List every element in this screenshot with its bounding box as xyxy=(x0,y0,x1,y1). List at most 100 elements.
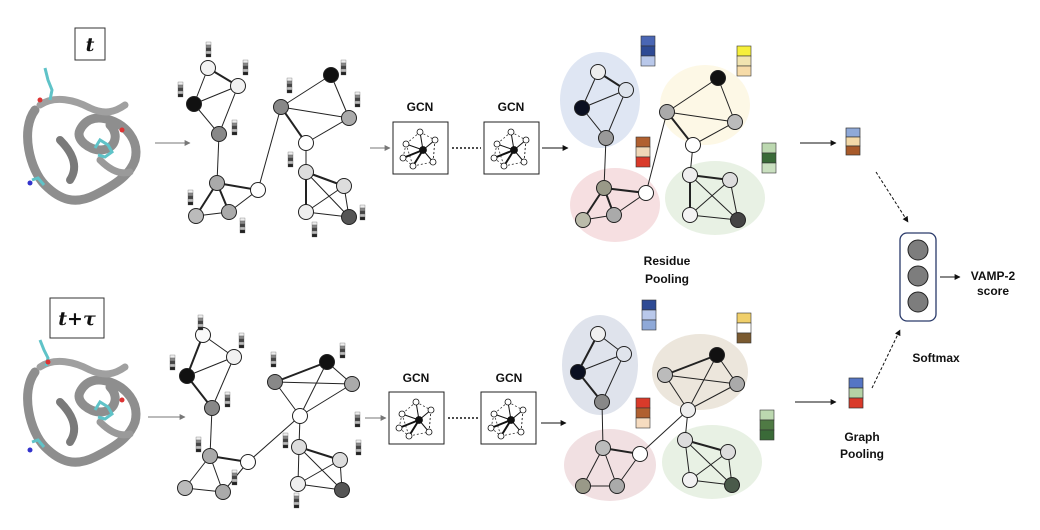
gcn-label-top-2: GCN xyxy=(498,100,525,114)
feature-vector-icon xyxy=(848,377,864,409)
graph-edge xyxy=(664,354,718,376)
feature-vector-icon xyxy=(635,397,651,429)
graph-edge xyxy=(186,356,235,377)
graph-edge xyxy=(274,381,353,385)
node-feature-bar-icon xyxy=(311,221,318,238)
graph-node xyxy=(215,484,231,500)
graph-edge xyxy=(280,74,332,108)
graph-node xyxy=(200,60,216,76)
graph-node xyxy=(179,368,195,384)
graph-edge xyxy=(601,353,625,403)
feature-vector-icon xyxy=(736,45,752,77)
node-feature-bar-icon xyxy=(270,351,277,368)
gcn-icon xyxy=(483,121,540,175)
node-feature-bar-icon xyxy=(177,81,184,98)
graph-edge xyxy=(305,117,350,144)
graph-node xyxy=(334,482,350,498)
feature-vector-icon xyxy=(736,312,752,344)
graph-node xyxy=(291,439,307,455)
node-feature-bar-icon xyxy=(239,217,246,234)
graph-node xyxy=(204,400,220,416)
cluster-green-bottom xyxy=(662,425,762,499)
protein-structure-icon xyxy=(23,339,141,467)
graph-edge xyxy=(689,179,731,216)
cluster-blue-top xyxy=(560,52,640,148)
graph-node xyxy=(590,326,606,342)
graph-node xyxy=(682,472,698,488)
graph-edge xyxy=(666,77,719,113)
graph-node xyxy=(727,114,743,130)
node-feature-bar-icon xyxy=(282,432,289,449)
node-feature-bar-icon xyxy=(205,41,212,58)
graph-edge xyxy=(687,383,738,411)
graph-node xyxy=(202,448,218,464)
graph-node xyxy=(709,347,725,363)
graph-edge xyxy=(689,174,739,221)
node-feature-bar-icon xyxy=(339,342,346,359)
node-feature-bar-icon xyxy=(231,469,238,486)
softmax-node-icon xyxy=(907,265,929,287)
node-feature-bar-icon xyxy=(187,189,194,206)
graph-edge xyxy=(211,356,235,409)
arrow-top-to-softmax xyxy=(875,171,909,223)
graph-edge xyxy=(257,106,282,191)
graph-node xyxy=(729,376,745,392)
node-feature-bar-icon xyxy=(355,439,362,456)
softmax-node-icon xyxy=(907,239,929,261)
time-label-box-t xyxy=(74,27,106,61)
graph-edge xyxy=(298,446,343,491)
gcn-label-bottom-2: GCN xyxy=(496,371,523,385)
graph-edge xyxy=(666,111,736,123)
protein-structure-icon xyxy=(23,67,141,205)
graph-edge xyxy=(577,353,625,373)
graph-edge xyxy=(299,361,328,417)
feature-vector-icon xyxy=(761,142,777,174)
feature-vector-icon xyxy=(640,35,656,67)
graph-node xyxy=(298,135,314,151)
graph-node xyxy=(722,172,738,188)
graph-node xyxy=(659,104,675,120)
graph-edge xyxy=(605,89,627,139)
node-feature-bar-icon xyxy=(238,332,245,349)
graph-node xyxy=(344,376,360,392)
cluster-yellow-top xyxy=(660,65,750,145)
graph-node xyxy=(685,137,701,153)
graph-node xyxy=(250,182,266,198)
graph-node xyxy=(341,209,357,225)
graph-node xyxy=(341,110,357,126)
node-feature-bar-icon xyxy=(197,314,204,331)
graph-edge xyxy=(209,407,213,457)
graph-edge xyxy=(274,361,328,383)
graph-node xyxy=(226,349,242,365)
graph-node xyxy=(267,374,283,390)
graph-edge xyxy=(687,354,718,411)
graph-node xyxy=(710,70,726,86)
feature-vector-icon xyxy=(635,136,651,168)
cluster-red-top xyxy=(570,168,660,242)
graph-node xyxy=(682,207,698,223)
graph-node xyxy=(596,180,612,196)
graph-node xyxy=(575,212,591,228)
graph-edge xyxy=(639,409,689,455)
gcn-icon xyxy=(480,391,537,445)
graph-node xyxy=(677,432,693,448)
node-feature-bar-icon xyxy=(195,436,202,453)
softmax-node-icon xyxy=(907,291,929,313)
graph-edge xyxy=(216,133,220,184)
graph-node xyxy=(730,212,746,228)
gcn-icon xyxy=(392,121,449,175)
graph-node xyxy=(188,208,204,224)
time-label-t-tau: t+τ xyxy=(58,308,96,330)
graph-edge xyxy=(280,106,350,119)
graph-edge xyxy=(603,137,607,189)
graph-node xyxy=(323,67,339,83)
graph-node xyxy=(657,367,673,383)
graph-node xyxy=(240,454,256,470)
graph-node xyxy=(594,394,610,410)
graph-icon xyxy=(169,314,362,509)
graph-node xyxy=(595,440,611,456)
graph-node xyxy=(292,408,308,424)
pooled-graph xyxy=(574,35,777,228)
